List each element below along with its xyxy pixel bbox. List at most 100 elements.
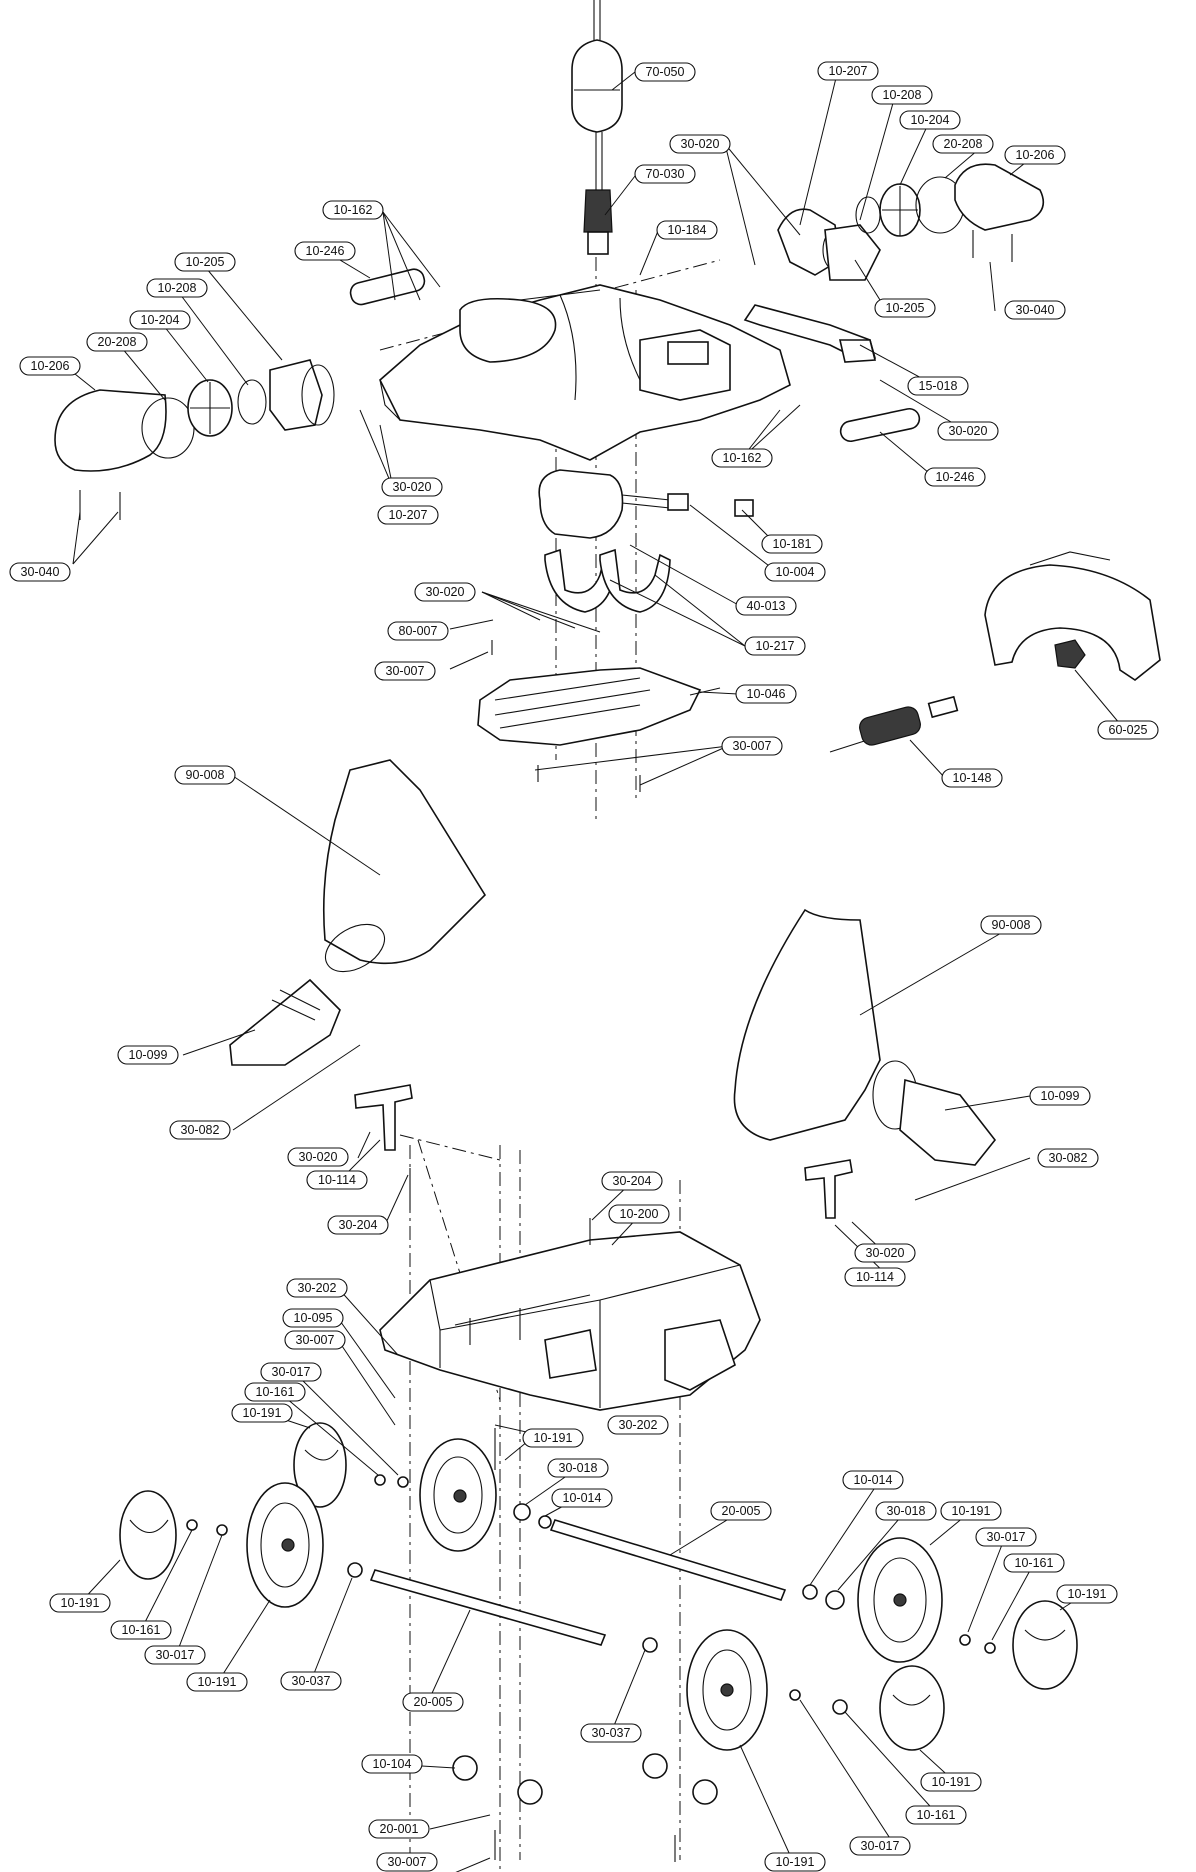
part-callout: 30-020 <box>937 421 999 441</box>
part-number-label: 30-020 <box>299 1150 338 1164</box>
part-callout: 30-037 <box>280 1671 342 1691</box>
callout-pill <box>117 1045 179 1065</box>
part-callout: 10-246 <box>924 467 986 487</box>
part-callout: 10-206 <box>19 356 81 376</box>
part-number-label: 30-202 <box>619 1418 658 1432</box>
part-number-label: 20-005 <box>414 1695 453 1709</box>
callout-pill <box>854 1243 916 1263</box>
callout-pill <box>376 1852 438 1872</box>
callout-pill <box>368 1819 430 1839</box>
callout-pill <box>294 241 356 261</box>
callout-pill <box>980 915 1042 935</box>
part-number-label: 10-184 <box>668 223 707 237</box>
part-callout: 30-202 <box>607 1415 669 1435</box>
part-callout: 10-191 <box>764 1852 826 1872</box>
part-callout: 10-104 <box>361 1754 423 1774</box>
part-number-label: 80-007 <box>399 624 438 638</box>
part-callout: 10-207 <box>377 505 439 525</box>
callout-pill <box>761 534 823 554</box>
part-callout: 20-001 <box>368 1819 430 1839</box>
filter-basket <box>477 667 721 746</box>
part-callout: 10-162 <box>322 200 384 220</box>
part-callout: 10-004 <box>764 562 826 582</box>
part-number-label: 30-017 <box>987 1530 1026 1544</box>
callout-pill <box>169 1120 231 1140</box>
part-number-label: 10-114 <box>856 1270 894 1284</box>
part-callout: 30-202 <box>286 1278 348 1298</box>
part-callout: 30-020 <box>287 1147 349 1167</box>
callout-pill <box>905 1805 967 1825</box>
part-callout: 10-161 <box>905 1805 967 1825</box>
hardware <box>186 640 996 1862</box>
part-number-label: 10-206 <box>1016 148 1055 162</box>
part-number-label: 30-007 <box>296 1333 335 1347</box>
callout-pill <box>306 1170 368 1190</box>
part-callout: 10-095 <box>282 1308 344 1328</box>
part-callout: 10-099 <box>117 1045 179 1065</box>
callout-pill <box>284 1330 346 1350</box>
part-callout: 10-014 <box>551 1488 613 1508</box>
part-number-label: 30-020 <box>393 480 432 494</box>
callout-pill <box>49 1593 111 1613</box>
part-number-label: 10-114 <box>318 1173 356 1187</box>
part-number-label: 10-205 <box>886 301 925 315</box>
part-number-label: 10-148 <box>953 771 992 785</box>
callout-pill <box>924 467 986 487</box>
part-callout: 20-005 <box>710 1501 772 1521</box>
part-number-label: 10-099 <box>129 1048 168 1062</box>
callout-pill <box>721 736 783 756</box>
callout-pill <box>608 1204 670 1224</box>
callout-pill <box>940 1501 1002 1521</box>
part-number-label: 90-008 <box>992 918 1031 932</box>
callout-pill <box>634 62 696 82</box>
callout-pill <box>19 356 81 376</box>
callout-pill <box>522 1428 584 1448</box>
callout-pill <box>414 582 476 602</box>
part-number-label: 30-020 <box>866 1246 905 1260</box>
callout-pill <box>941 768 1003 788</box>
callout-pill <box>764 1852 826 1872</box>
callout-pill <box>932 134 994 154</box>
part-callout: 30-204 <box>327 1215 389 1235</box>
part-number-label: 10-191 <box>534 1431 573 1445</box>
callout-pill <box>174 765 236 785</box>
part-callout: 10-205 <box>174 252 236 272</box>
callout-pill <box>402 1692 464 1712</box>
part-callout: 10-191 <box>940 1501 1002 1521</box>
part-callout: 10-148 <box>941 768 1003 788</box>
motor-assembly <box>538 469 754 613</box>
callout-pill <box>286 1278 348 1298</box>
part-callout: 10-191 <box>49 1593 111 1613</box>
part-callout: 20-208 <box>932 134 994 154</box>
part-callout: 10-204 <box>129 310 191 330</box>
part-number-label: 10-200 <box>620 1207 659 1221</box>
callout-pill <box>669 134 731 154</box>
part-number-label: 10-191 <box>243 1406 282 1420</box>
callout-pill <box>387 621 449 641</box>
callout-pill <box>975 1527 1037 1547</box>
wheel-rear-right <box>686 1629 768 1751</box>
callout-pill <box>844 1267 906 1287</box>
wheel-cap-rear-right <box>879 1665 945 1751</box>
callout-pill <box>186 1672 248 1692</box>
part-callout: 10-161 <box>1003 1553 1065 1573</box>
part-number-label: 10-208 <box>883 88 922 102</box>
callout-pill <box>377 505 439 525</box>
callout-pill <box>607 1415 669 1435</box>
part-number-label: 30-007 <box>386 664 425 678</box>
callout-pill <box>322 200 384 220</box>
wheel-cap-front-left <box>293 1422 347 1508</box>
callout-pill <box>735 684 797 704</box>
callout-pill <box>361 1754 423 1774</box>
part-callout: 10-200 <box>608 1204 670 1224</box>
part-callout: 60-025 <box>1097 720 1159 740</box>
part-number-label: 10-204 <box>911 113 950 127</box>
part-callout: 30-018 <box>547 1458 609 1478</box>
part-callout: 10-246 <box>294 241 356 261</box>
part-number-label: 10-207 <box>389 508 428 522</box>
part-callout: 30-007 <box>284 1330 346 1350</box>
part-number-label: 60-025 <box>1109 723 1148 737</box>
part-callout: 20-005 <box>402 1692 464 1712</box>
callout-pill <box>907 376 969 396</box>
part-number-label: 10-205 <box>186 255 225 269</box>
